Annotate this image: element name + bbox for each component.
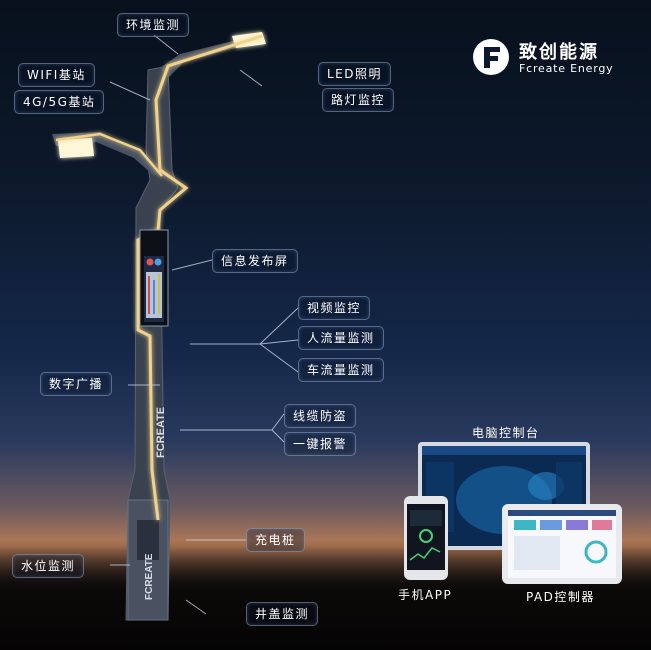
pole-brand-2: FCREATE <box>144 553 155 600</box>
brand-logo: 致创能源 Fcreate Energy <box>471 34 631 80</box>
label-water: 水位监测 <box>12 554 85 578</box>
pole-brand-1: FCREATE <box>155 407 167 458</box>
light-strip-2 <box>55 132 163 177</box>
label-streetlight: 路灯监控 <box>322 88 395 112</box>
light-strip <box>136 34 263 521</box>
brand-mark-icon <box>473 39 509 75</box>
label-manhole: 井盖监测 <box>246 602 319 626</box>
label-people: 人流量监测 <box>298 326 384 350</box>
brand-name-en: Fcreate Energy <box>519 62 614 75</box>
caption-pc: 电脑控制台 <box>472 426 540 440</box>
label-alarm: 一键报警 <box>284 432 357 456</box>
phone <box>404 496 448 580</box>
lower-lamp <box>58 138 94 158</box>
label-car: 车流量监测 <box>298 358 384 382</box>
label-charge: 充电桩 <box>246 528 305 552</box>
label-screen: 信息发布屏 <box>212 249 298 273</box>
label-base: 4G/5G基站 <box>14 90 105 114</box>
label-led: LED照明 <box>318 62 392 86</box>
label-wifi: WIFI基站 <box>18 63 95 87</box>
caption-pad: PAD控制器 <box>526 590 595 604</box>
brand-name-cn: 致创能源 <box>519 42 599 63</box>
label-video: 视频监控 <box>298 296 371 320</box>
pad <box>502 504 622 584</box>
caption-phone: 手机APP <box>398 588 453 602</box>
label-env: 环境监测 <box>117 13 190 37</box>
label-cable: 线缆防盗 <box>284 404 357 428</box>
base-panel <box>137 520 159 560</box>
connector-lines <box>109 34 299 615</box>
label-broadcast: 数字广播 <box>40 372 113 396</box>
